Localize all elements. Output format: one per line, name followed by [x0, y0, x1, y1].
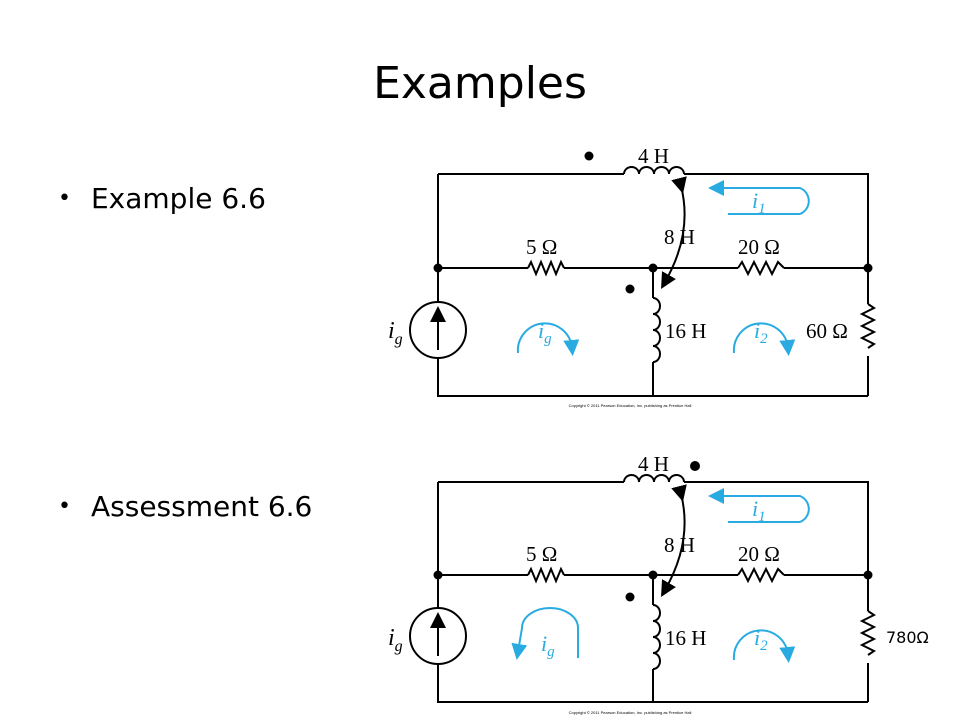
bullet-assessment: • Assessment 6.6 — [58, 490, 312, 523]
bullet-assessment-text: Assessment 6.6 — [90, 490, 313, 523]
mesh-i2-arrow-icon — [732, 629, 796, 663]
label-60ohm: 60 Ω — [806, 319, 848, 343]
inductor-16h — [652, 604, 661, 670]
label-i2: i2 — [754, 625, 768, 654]
label-source: ig — [388, 625, 403, 655]
polarity-dot — [690, 461, 700, 471]
resistor-5ohm — [527, 259, 565, 277]
inductor-4h — [623, 474, 685, 483]
mesh-ig-arrow-icon — [516, 322, 580, 356]
node — [863, 570, 873, 580]
left-branch — [437, 268, 868, 397]
label-ig: ig — [541, 631, 555, 660]
mesh-i1-arrow-icon — [708, 488, 810, 523]
mesh-i2-arrow-icon — [732, 322, 796, 356]
inductor-16h — [652, 297, 661, 363]
label-5ohm: 5 Ω — [526, 542, 557, 566]
left-branch — [437, 575, 868, 703]
mutual-arrow-icon — [661, 176, 687, 289]
polarity-dot — [584, 151, 594, 161]
resistor-20ohm — [737, 259, 785, 277]
label-i1: i1 — [752, 496, 766, 525]
resistor-780ohm — [859, 610, 877, 656]
circuit-example: 4 H 8 H 16 H 5 Ω 20 Ω 60 Ω ig i1 ig i2 C… — [388, 144, 877, 408]
node — [433, 570, 443, 580]
bullet-dot-icon: • — [58, 186, 71, 211]
label-4h: 4 H — [638, 452, 669, 476]
copyright-text: Copyright © 2011 Pearson Education, Inc.… — [569, 403, 692, 408]
circuit-assessment: 4 H 8 H 16 H 5 Ω 20 Ω ig i1 ig i2 Copyri… — [388, 452, 877, 715]
label-i2: i2 — [754, 318, 768, 347]
label-16h: 16 H — [665, 319, 706, 343]
copyright-text: Copyright © 2011 Pearson Education, Inc.… — [569, 710, 692, 715]
node — [863, 263, 873, 273]
mesh-i1-arrow-icon — [708, 180, 810, 215]
resistor-20ohm — [737, 566, 785, 584]
label-8h: 8 H — [664, 225, 695, 249]
label-i1: i1 — [752, 188, 766, 217]
bullet-example-text: Example 6.6 — [90, 182, 266, 215]
label-8h: 8 H — [664, 533, 695, 557]
mutual-arrow-icon — [661, 484, 687, 597]
label-20ohm: 20 Ω — [738, 542, 780, 566]
label-20ohm: 20 Ω — [738, 235, 780, 259]
mesh-ig-arrow-icon — [511, 607, 579, 660]
node — [648, 263, 658, 273]
node — [433, 263, 443, 273]
slide-title: Examples — [373, 58, 587, 109]
label-5ohm: 5 Ω — [526, 235, 557, 259]
top-wire — [437, 481, 869, 575]
bullet-dot-icon: • — [58, 494, 71, 519]
node — [648, 570, 658, 580]
current-source — [409, 607, 467, 665]
label-ig: ig — [538, 318, 552, 347]
resistor-60ohm — [859, 303, 877, 349]
polarity-dot — [625, 592, 635, 602]
annotation-780ohm: 780Ω — [886, 628, 929, 647]
label-4h: 4 H — [638, 144, 669, 168]
polarity-dot — [625, 284, 635, 294]
resistor-5ohm — [527, 566, 565, 584]
bullet-example: • Example 6.6 — [58, 182, 266, 215]
inductor-4h — [623, 166, 685, 175]
current-source — [409, 301, 467, 359]
top-wire — [437, 173, 869, 268]
label-16h: 16 H — [665, 626, 706, 650]
label-source: ig — [388, 318, 403, 348]
